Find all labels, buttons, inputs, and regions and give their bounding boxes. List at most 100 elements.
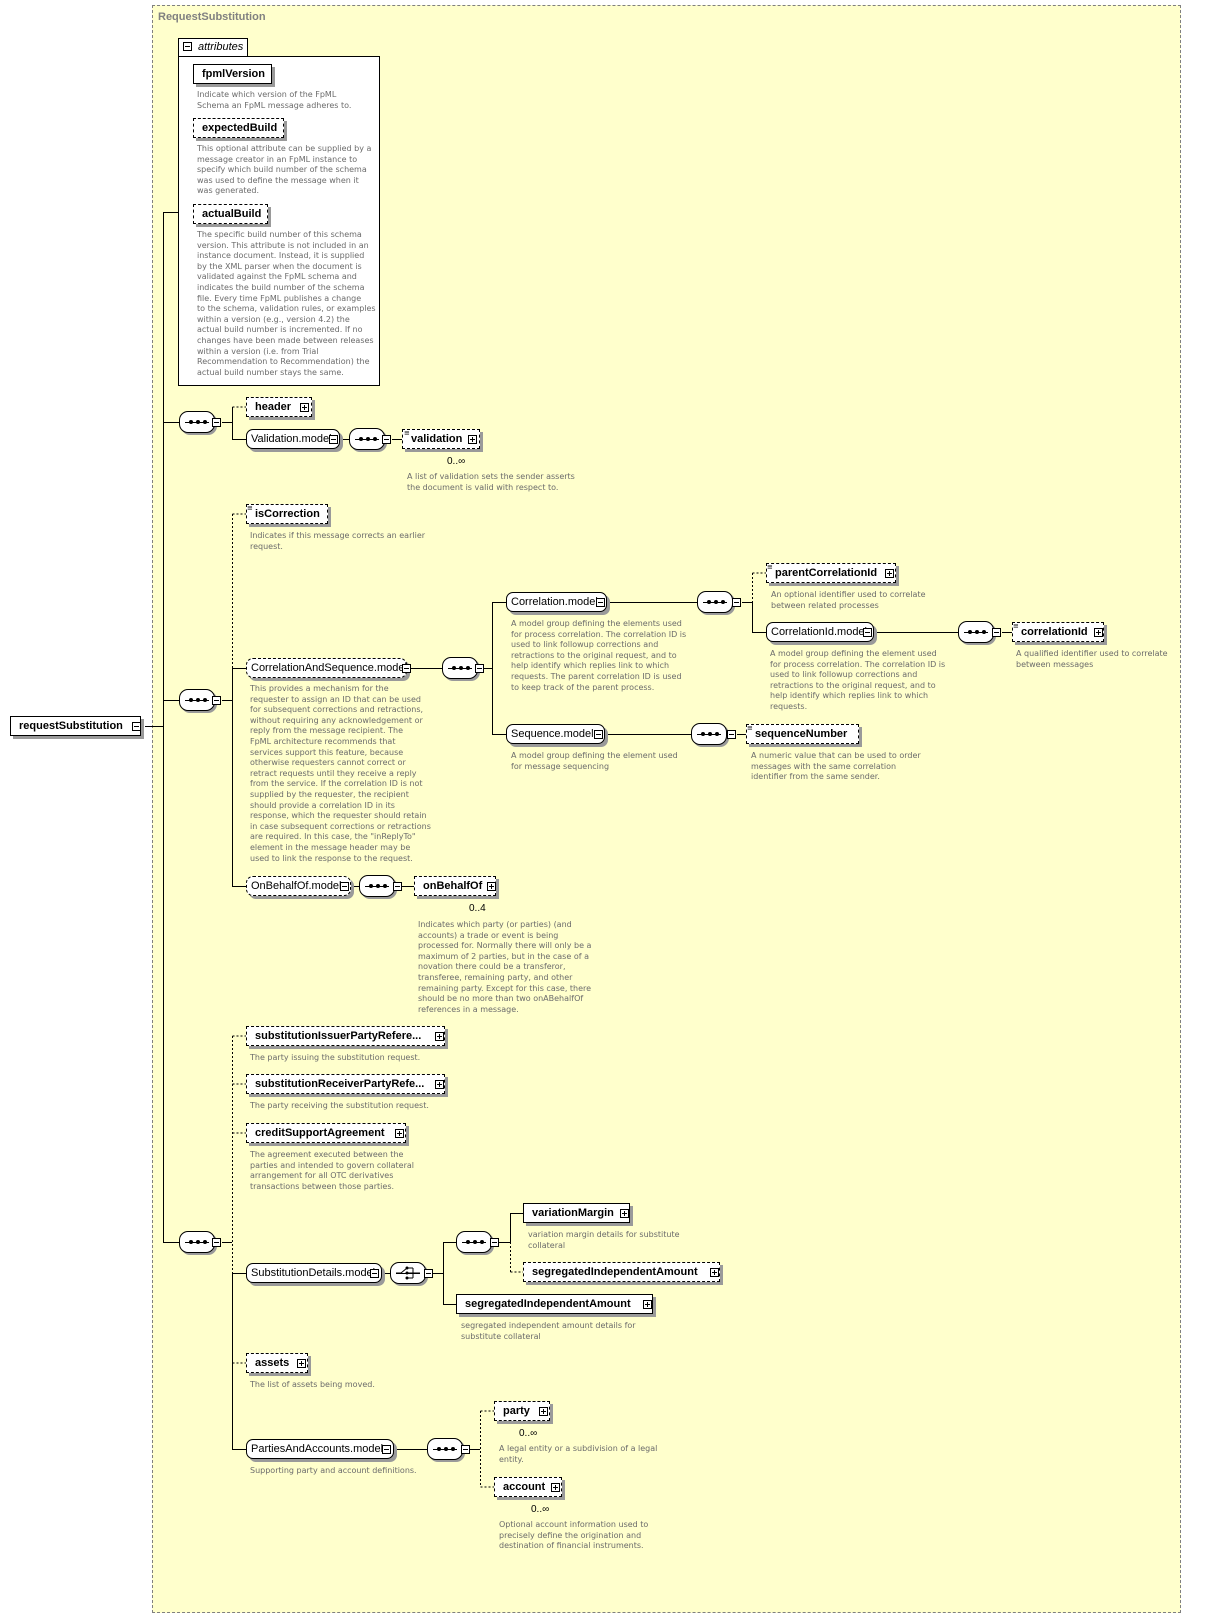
expand-icon[interactable] bbox=[539, 1407, 548, 1416]
sequence-compositor-icon[interactable] bbox=[958, 621, 994, 643]
collapse-icon[interactable] bbox=[212, 418, 221, 427]
choice-glyph-icon bbox=[396, 1266, 420, 1280]
element-description: The party issuing the substitution reque… bbox=[250, 1053, 421, 1062]
expand-icon[interactable] bbox=[395, 1129, 404, 1138]
occurrence-label: 0..4 bbox=[469, 903, 486, 914]
element-onBehalfOf[interactable]: onBehalfOf bbox=[414, 876, 496, 896]
element-description: A numeric value that can be used to orde… bbox=[751, 751, 921, 782]
collapse-icon[interactable] bbox=[594, 730, 603, 739]
attribute-expectedBuild[interactable]: expectedBuild bbox=[193, 118, 285, 138]
group-correlationId-model[interactable]: CorrelationId.model bbox=[766, 622, 874, 642]
element-creditSupportAgreement[interactable]: creditSupportAgreement bbox=[246, 1123, 406, 1143]
element-description: A list of validation sets the sender ass… bbox=[407, 472, 575, 492]
element-substitutionIssuerPartyReference[interactable]: substitutionIssuerPartyRefere... bbox=[246, 1026, 445, 1046]
collapse-icon[interactable] bbox=[402, 664, 411, 673]
sequence-compositor-icon[interactable] bbox=[691, 723, 727, 745]
collapse-icon[interactable] bbox=[424, 1269, 433, 1278]
collapse-icon[interactable] bbox=[992, 628, 1001, 637]
expand-icon[interactable] bbox=[435, 1080, 444, 1089]
collapse-icon[interactable] bbox=[183, 42, 192, 51]
element-description: Indicates if this message corrects an ea… bbox=[250, 531, 426, 551]
element-substitutionReceiverPartyReference[interactable]: substitutionReceiverPartyRefe... bbox=[246, 1074, 445, 1094]
attribute-actualBuild[interactable]: actualBuild bbox=[193, 204, 269, 224]
collapse-icon[interactable] bbox=[863, 628, 872, 637]
element-description: Indicates which party (or parties) (and … bbox=[418, 920, 592, 1014]
group-description: This provides a mechanism for the reques… bbox=[250, 684, 431, 863]
group-correlation-and-sequence-model[interactable]: CorrelationAndSequence.model bbox=[246, 658, 407, 678]
group-description: A model group defining the element used … bbox=[511, 751, 678, 771]
expand-icon[interactable] bbox=[468, 435, 477, 444]
element-description: An optional identifier used to correlate… bbox=[771, 590, 926, 610]
type-icon: ≡ bbox=[767, 563, 773, 571]
group-correlation-model[interactable]: Correlation.model bbox=[506, 592, 607, 612]
expand-icon[interactable] bbox=[297, 1359, 306, 1368]
collapse-icon[interactable] bbox=[340, 882, 349, 891]
sequence-compositor-icon[interactable] bbox=[456, 1231, 492, 1253]
group-onBehalfOf-model[interactable]: OnBehalfOf.model bbox=[246, 876, 351, 896]
sequence-compositor-icon[interactable] bbox=[697, 591, 733, 613]
element-sequenceNumber[interactable]: sequenceNumber bbox=[746, 724, 859, 744]
type-icon: ≡ bbox=[747, 724, 753, 732]
expand-icon[interactable] bbox=[1094, 628, 1103, 637]
expand-icon[interactable] bbox=[885, 569, 894, 578]
expand-icon[interactable] bbox=[620, 1209, 629, 1218]
element-description: variation margin details for substitute … bbox=[528, 1230, 680, 1250]
group-title: RequestSubstitution bbox=[158, 11, 266, 23]
element-description: Optional account information used to pre… bbox=[499, 1520, 649, 1551]
collapse-icon[interactable] bbox=[212, 696, 221, 705]
expand-icon[interactable] bbox=[551, 1483, 560, 1492]
element-description: The agreement executed between the parti… bbox=[250, 1150, 414, 1191]
group-partiesAndAccounts-model[interactable]: PartiesAndAccounts.model bbox=[246, 1439, 394, 1459]
attribute-description: The specific build number of this schema… bbox=[197, 230, 376, 377]
sequence-compositor-icon[interactable] bbox=[179, 411, 215, 433]
occurrence-label: 0..∞ bbox=[519, 1428, 538, 1439]
sequence-compositor-icon[interactable] bbox=[359, 875, 395, 897]
group-description: A model group defining the element used … bbox=[770, 649, 946, 711]
sequence-compositor-icon[interactable] bbox=[179, 1231, 215, 1253]
expand-icon[interactable] bbox=[300, 403, 309, 412]
element-variationMargin[interactable]: variationMargin bbox=[523, 1203, 630, 1223]
sequence-compositor-icon[interactable] bbox=[442, 657, 478, 679]
sequence-compositor-icon[interactable] bbox=[179, 689, 215, 711]
attribute-fpmlVersion[interactable]: fpmlVersion bbox=[193, 64, 272, 84]
collapse-icon[interactable] bbox=[475, 664, 484, 673]
collapse-icon[interactable] bbox=[727, 730, 736, 739]
collapse-icon[interactable] bbox=[212, 1238, 221, 1247]
element-description: A legal entity or a subdivision of a leg… bbox=[499, 1444, 658, 1464]
expand-icon[interactable] bbox=[710, 1268, 719, 1277]
element-segregatedIndependentAmount[interactable]: segregatedIndependentAmount bbox=[456, 1294, 653, 1314]
collapse-icon[interactable] bbox=[732, 598, 741, 607]
collapse-icon[interactable] bbox=[490, 1238, 499, 1247]
attributes-header: attributes bbox=[198, 41, 244, 53]
element-assets[interactable]: assets bbox=[246, 1353, 308, 1373]
collapse-icon[interactable] bbox=[461, 1445, 470, 1454]
collapse-icon[interactable] bbox=[596, 598, 605, 607]
element-party[interactable]: party bbox=[494, 1401, 550, 1421]
occurrence-label: 0..∞ bbox=[447, 456, 466, 467]
element-parentCorrelationId[interactable]: parentCorrelationId bbox=[766, 563, 896, 583]
group-sequence-model[interactable]: Sequence.model bbox=[506, 724, 605, 744]
expand-icon[interactable] bbox=[487, 882, 496, 891]
element-validation[interactable]: validation bbox=[402, 429, 480, 449]
sequence-compositor-icon[interactable] bbox=[427, 1438, 463, 1460]
attributes-tab: attributes bbox=[178, 38, 248, 57]
element-header[interactable]: header bbox=[246, 397, 312, 417]
collapse-icon[interactable] bbox=[132, 722, 141, 731]
sequence-compositor-icon[interactable] bbox=[349, 428, 385, 450]
element-isCorrection[interactable]: isCorrection bbox=[246, 504, 328, 524]
element-segregatedIndependentAmount-optional[interactable]: segregatedIndependentAmount bbox=[523, 1262, 720, 1282]
collapse-icon[interactable] bbox=[382, 435, 391, 444]
collapse-icon[interactable] bbox=[329, 435, 338, 444]
expand-icon[interactable] bbox=[643, 1300, 652, 1309]
expand-icon[interactable] bbox=[435, 1032, 444, 1041]
collapse-icon[interactable] bbox=[393, 882, 402, 891]
element-account[interactable]: account bbox=[494, 1477, 562, 1497]
collapse-icon[interactable] bbox=[382, 1445, 391, 1454]
group-validation-model[interactable]: Validation.model bbox=[246, 429, 340, 449]
root-element[interactable]: requestSubstitution bbox=[10, 716, 141, 736]
type-icon: ≡ bbox=[1013, 622, 1019, 630]
group-substitutionDetails-model[interactable]: SubstitutionDetails.model bbox=[246, 1263, 382, 1283]
element-correlationId[interactable]: correlationId bbox=[1012, 622, 1104, 642]
collapse-icon[interactable] bbox=[370, 1269, 379, 1278]
attribute-description: This optional attribute can be supplied … bbox=[197, 144, 372, 196]
